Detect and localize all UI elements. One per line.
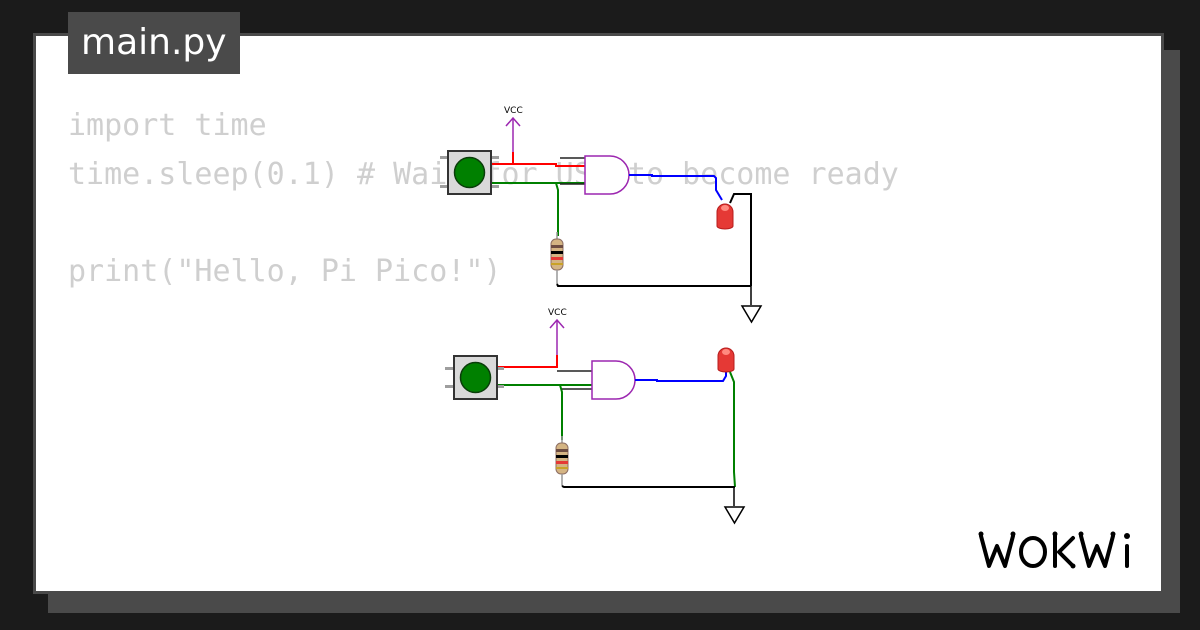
code-line: import time	[68, 108, 267, 143]
code-line: time.sleep(0.1) # Wait for USB to become…	[68, 156, 899, 192]
and-gate-top	[584, 155, 630, 195]
circuit-bottom: VCC	[445, 308, 746, 525]
vcc-symbol: VCC	[548, 308, 567, 355]
led-bottom	[717, 347, 735, 373]
button-cap[interactable]	[453, 156, 486, 189]
and-gate-bottom	[591, 360, 636, 400]
code-line: print("Hello, Pi Pico!")	[68, 253, 502, 289]
circuit-top: VCC	[440, 106, 763, 324]
vcc-symbol: VCC	[504, 106, 523, 152]
button-cap[interactable]	[459, 361, 492, 394]
resistor-top	[550, 232, 564, 284]
resistor-bottom	[555, 436, 569, 486]
code-preview: import time time.sleep(0.1) # Wait for US…	[68, 102, 899, 296]
vcc-label: VCC	[548, 308, 567, 318]
pushbutton-top[interactable]	[440, 150, 499, 195]
preview-card	[33, 33, 1164, 594]
wokwi-logo[interactable]	[975, 526, 1150, 576]
file-tab[interactable]: main.py	[68, 12, 240, 74]
pushbutton-bottom[interactable]	[445, 355, 504, 400]
ground-symbol	[723, 487, 746, 525]
led-top	[716, 203, 734, 230]
ground-symbol	[740, 286, 763, 324]
vcc-label: VCC	[504, 106, 523, 116]
